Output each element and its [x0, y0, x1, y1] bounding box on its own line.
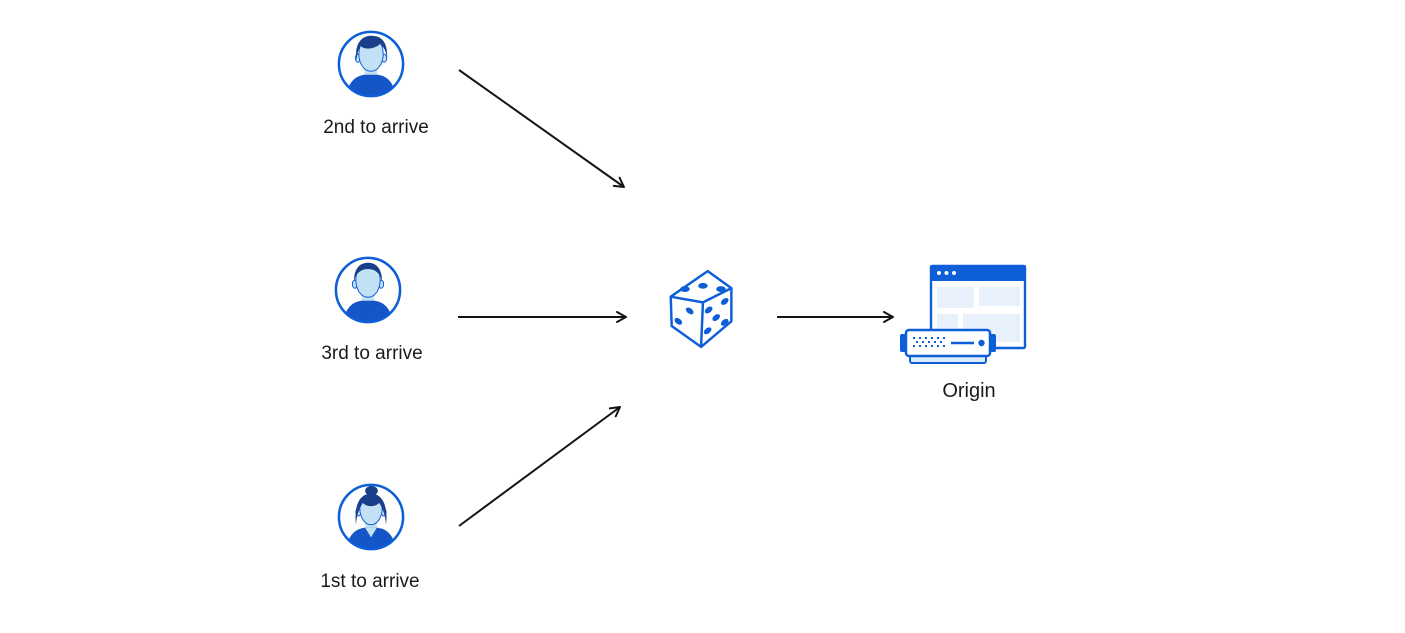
node-dice: [666, 266, 738, 352]
label-client-2nd-to-arrive: 2nd to arrive: [323, 117, 429, 138]
female-avatar-bun-icon: [337, 483, 405, 551]
label-client-3rd-to-arrive: 3rd to arrive: [321, 343, 423, 364]
male-avatar-swoop-hair-icon: [337, 30, 405, 98]
male-avatar-short-hair-icon: [334, 256, 402, 324]
node-origin: [898, 264, 1030, 368]
arrow-client-1st-to-dice: [458, 406, 621, 527]
node-client-2nd-to-arrive: [336, 29, 406, 99]
arrow-client-2nd-to-dice: [458, 69, 625, 188]
node-client-3rd-to-arrive: [333, 255, 403, 325]
browser-window-icon: [929, 264, 1027, 350]
label-origin: Origin: [942, 380, 996, 402]
label-client-1st-to-arrive: 1st to arrive: [320, 571, 420, 592]
node-client-1st-to-arrive: [336, 482, 406, 552]
server-icon: [900, 328, 996, 364]
dice-icon: [669, 269, 733, 349]
origin-icon: [900, 264, 1027, 364]
